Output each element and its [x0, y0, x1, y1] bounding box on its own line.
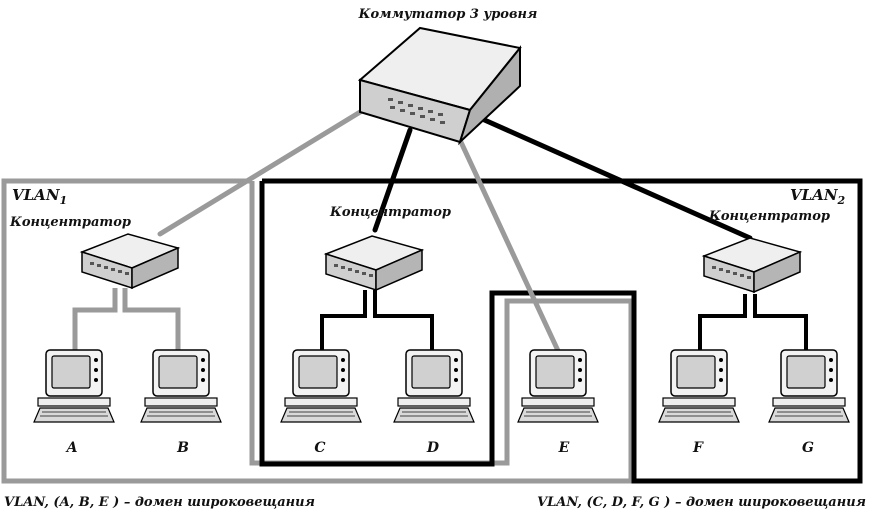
pc-c-label: C — [314, 440, 325, 456]
pc-d — [393, 349, 475, 423]
hub-right — [703, 237, 801, 293]
hub-right-label: Концентратор — [708, 209, 830, 224]
pc-g — [768, 349, 850, 423]
pc-b — [140, 349, 222, 423]
pc-a — [33, 349, 115, 423]
pc-f-label: F — [692, 440, 704, 456]
switch-title: Коммутатор 3 уровня — [358, 7, 538, 22]
switch-links — [157, 103, 753, 358]
pc-f — [658, 349, 740, 423]
vlan2-boundary — [259, 178, 863, 484]
layer3-switch — [357, 26, 522, 146]
vlan2-label: VLAN2 — [790, 186, 846, 207]
pc-d-label: D — [426, 440, 440, 456]
vlan2-caption: VLAN, (C, D, F, G ) – домен широковещани… — [537, 495, 866, 510]
pc-e-label: E — [558, 440, 570, 456]
vlan1-label: VLAN1 — [12, 186, 67, 207]
pc-e — [517, 349, 599, 423]
vlan1-caption: VLAN, (A, B, E ) – домен широковещания — [4, 495, 315, 510]
pc-g-label: G — [802, 440, 814, 456]
hub-left — [81, 233, 179, 289]
hub-middle — [325, 235, 423, 291]
pc-b-label: B — [176, 440, 189, 456]
pc-a-label: A — [65, 440, 78, 456]
hub-pc-links — [72, 288, 808, 352]
pc-c — [280, 349, 362, 423]
hub-left-label: Концентратор — [9, 215, 131, 230]
hub-middle-label: Концентратор — [329, 205, 451, 220]
